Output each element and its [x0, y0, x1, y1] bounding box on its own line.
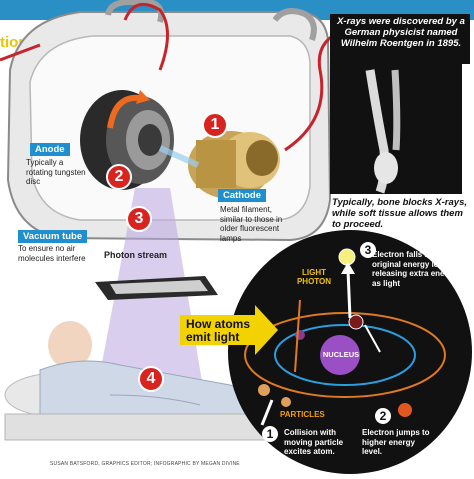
tube-step-number: 4	[138, 366, 164, 392]
nucleus	[320, 335, 360, 375]
vacuum-tube-description: To ensure no air molecules interfere	[18, 244, 86, 263]
atom-step-number: 1	[262, 426, 278, 442]
electron-beam	[158, 145, 200, 168]
atom-step-2-text: Electron jumps to higher energy level.	[362, 428, 430, 456]
tube-step-number: 2	[106, 164, 132, 190]
cathode-assembly	[188, 131, 280, 199]
how-atoms-title: How atoms emit light	[186, 317, 251, 344]
bone-caption: Typically, bone blocks X-rays, while sof…	[332, 197, 467, 230]
atom-step-3-text: Electron falls back to original energy l…	[372, 250, 457, 288]
cathode-label: Cathode	[218, 189, 266, 202]
atom-step-number: 2	[375, 408, 391, 424]
nucleus-label: NUCLEUS	[322, 350, 360, 359]
light-photon-label: LIGHT PHOTON	[296, 268, 332, 286]
atom-step-1-text: Collision with moving particle excites a…	[284, 428, 344, 456]
anode-label: Anode	[30, 143, 70, 156]
particles-label: PARTICLES	[280, 410, 325, 419]
xray-history-caption: X-rays were discovered by a German physi…	[337, 16, 465, 49]
anode-description: Typically a rotating tungsten disc	[26, 158, 86, 186]
atom-step-number: 3	[360, 242, 376, 258]
tube-step-number: 3	[126, 206, 152, 232]
caption-box	[330, 14, 470, 64]
how-atoms-arrow	[180, 305, 278, 355]
vacuum-tube-label: Vacuum tube	[18, 230, 88, 243]
cathode-description: Metal filament, similar to those in olde…	[220, 205, 283, 243]
anode-disc	[80, 90, 174, 190]
photon-stream-label: Photon stream	[104, 250, 168, 260]
credit-line: SUSAN BATSFORD, GRAPHICS EDITOR; INFOGRA…	[50, 461, 240, 467]
tube-step-number: 1	[202, 112, 228, 138]
